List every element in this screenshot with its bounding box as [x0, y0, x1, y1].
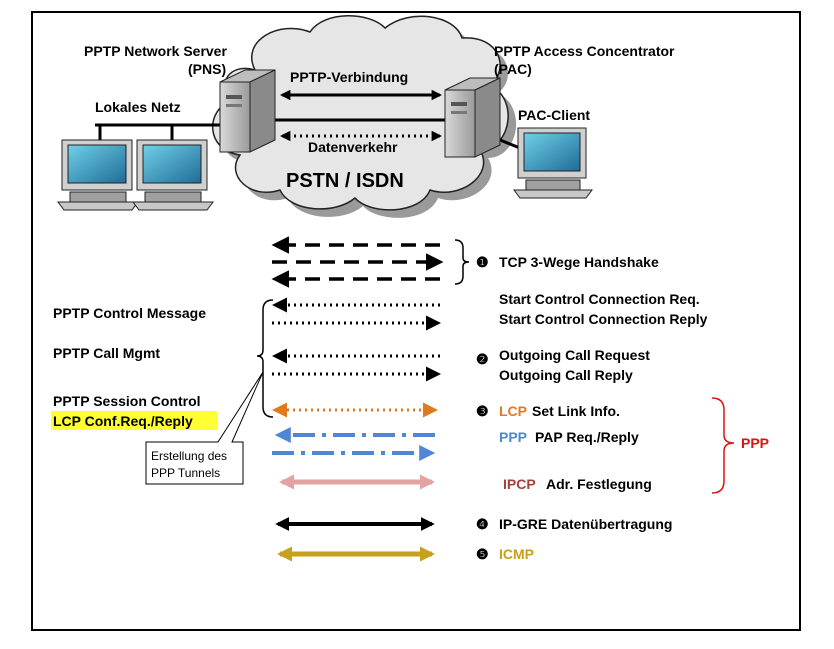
step5-number: ❺ [476, 546, 489, 562]
pac-abbr: (PAC) [494, 61, 532, 77]
ppp-group-label: PPP [741, 435, 769, 451]
pns-title: PPTP Network Server [84, 43, 227, 59]
lan-label: Lokales Netz [95, 99, 181, 115]
callout-line-2: PPP Tunnels [151, 466, 220, 480]
pap-text: PAP Req./Reply [535, 429, 639, 445]
cloud-label: PSTN / ISDN [286, 170, 404, 192]
callout-box [145, 371, 264, 485]
pptp-connection-label: PPTP-Verbindung [290, 69, 408, 85]
pac-client-label: PAC-Client [518, 107, 590, 123]
pstn-cloud [211, 15, 517, 218]
ppp-pap-arrows [272, 427, 436, 461]
pptp-session-control-label: PPTP Session Control [53, 393, 201, 409]
gre-text: IP-GRE Datenübertragung [499, 516, 672, 532]
diagram-frame [31, 11, 801, 631]
pac-server-icon [444, 77, 501, 158]
lcp-conf-label: LCP Conf.Req./Reply [53, 413, 193, 429]
data-traffic-label: Datenverkehr [308, 139, 398, 155]
ipcp-proto: IPCP [503, 476, 536, 492]
ipcp-text: Adr. Festlegung [546, 476, 652, 492]
control-message-arrows [272, 297, 441, 382]
lcp-proto: LCP [499, 403, 527, 419]
pptp-control-message-label: PPTP Control Message [53, 305, 206, 321]
step3-number: ❸ [476, 403, 489, 419]
outgoing-call-reply: Outgoing Call Reply [499, 367, 633, 383]
scc-reply: Start Control Connection Reply [499, 311, 708, 327]
tcp-brace [454, 239, 470, 285]
icmp-text: ICMP [499, 546, 534, 562]
lan-computer-2-icon [132, 139, 214, 211]
outgoing-call-request: Outgoing Call Request [499, 347, 650, 363]
ppp-proto: PPP [499, 429, 527, 445]
lcp-highlight-box [51, 411, 217, 430]
pns-abbr: (PNS) [188, 61, 226, 77]
ppp-group-brace [711, 397, 735, 494]
step4-number: ❹ [476, 516, 489, 532]
left-brace [256, 299, 274, 418]
step1-text: TCP 3-Wege Handshake [499, 254, 659, 270]
lan-computer-1-icon [57, 139, 139, 211]
pac-title: PPTP Access Concentrator [494, 43, 675, 59]
callout-line-1: Erstellung des [151, 449, 227, 463]
pac-client-computer-icon [513, 127, 593, 199]
step2-number: ❷ [476, 351, 489, 367]
pptp-call-mgmt-label: PPTP Call Mgmt [53, 345, 160, 361]
tcp-handshake-arrows [271, 236, 444, 288]
scc-request: Start Control Connection Req. [499, 291, 700, 307]
step1-number: ❶ [476, 254, 489, 270]
lcp-text: Set Link Info. [532, 403, 620, 419]
pns-server-icon [219, 69, 276, 153]
